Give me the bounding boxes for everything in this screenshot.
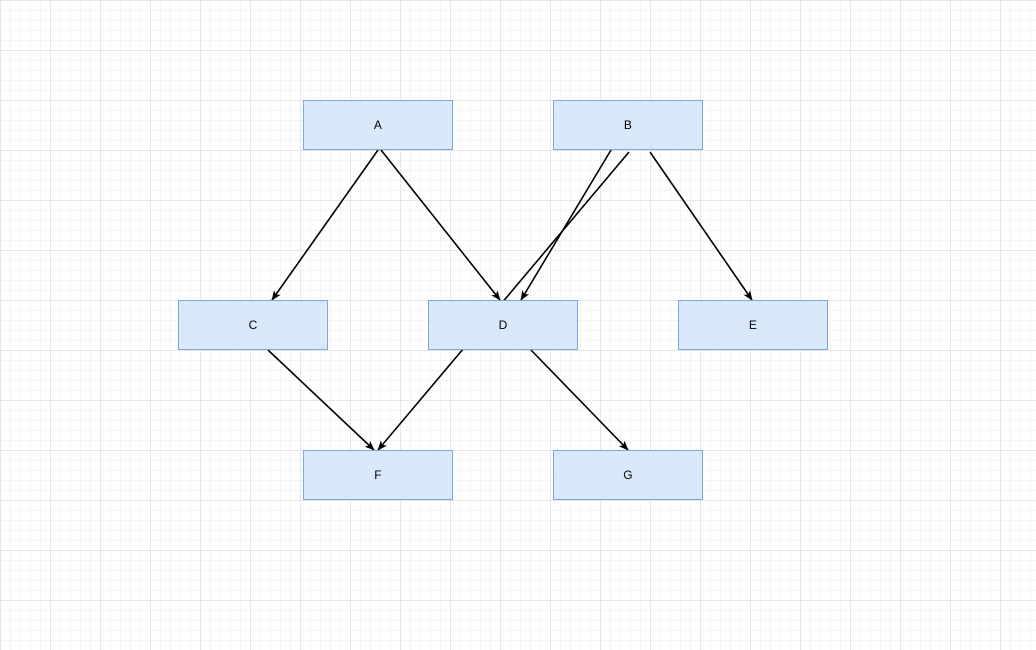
node-label-f: F bbox=[374, 468, 382, 482]
edge-d-to-g[interactable] bbox=[530, 349, 629, 451]
node-f[interactable]: F bbox=[303, 450, 453, 500]
node-label-d: D bbox=[498, 318, 508, 332]
node-label-g: G bbox=[623, 468, 633, 482]
node-c[interactable]: C bbox=[178, 300, 328, 350]
node-label-b: B bbox=[623, 118, 633, 132]
node-label-a: A bbox=[373, 118, 383, 132]
node-g[interactable]: G bbox=[553, 450, 703, 500]
edge-b-to-e[interactable] bbox=[649, 151, 753, 301]
edge-a-to-d[interactable] bbox=[380, 149, 501, 301]
node-a[interactable]: A bbox=[303, 100, 453, 150]
edge-a-to-c[interactable] bbox=[271, 149, 379, 301]
node-label-c: C bbox=[248, 318, 258, 332]
node-b[interactable]: B bbox=[553, 100, 703, 150]
edge-c-to-f[interactable] bbox=[267, 349, 375, 451]
edge-b-to-d[interactable] bbox=[520, 149, 612, 301]
node-d[interactable]: D bbox=[428, 300, 578, 350]
node-label-e: E bbox=[748, 318, 758, 332]
node-e[interactable]: E bbox=[678, 300, 828, 350]
